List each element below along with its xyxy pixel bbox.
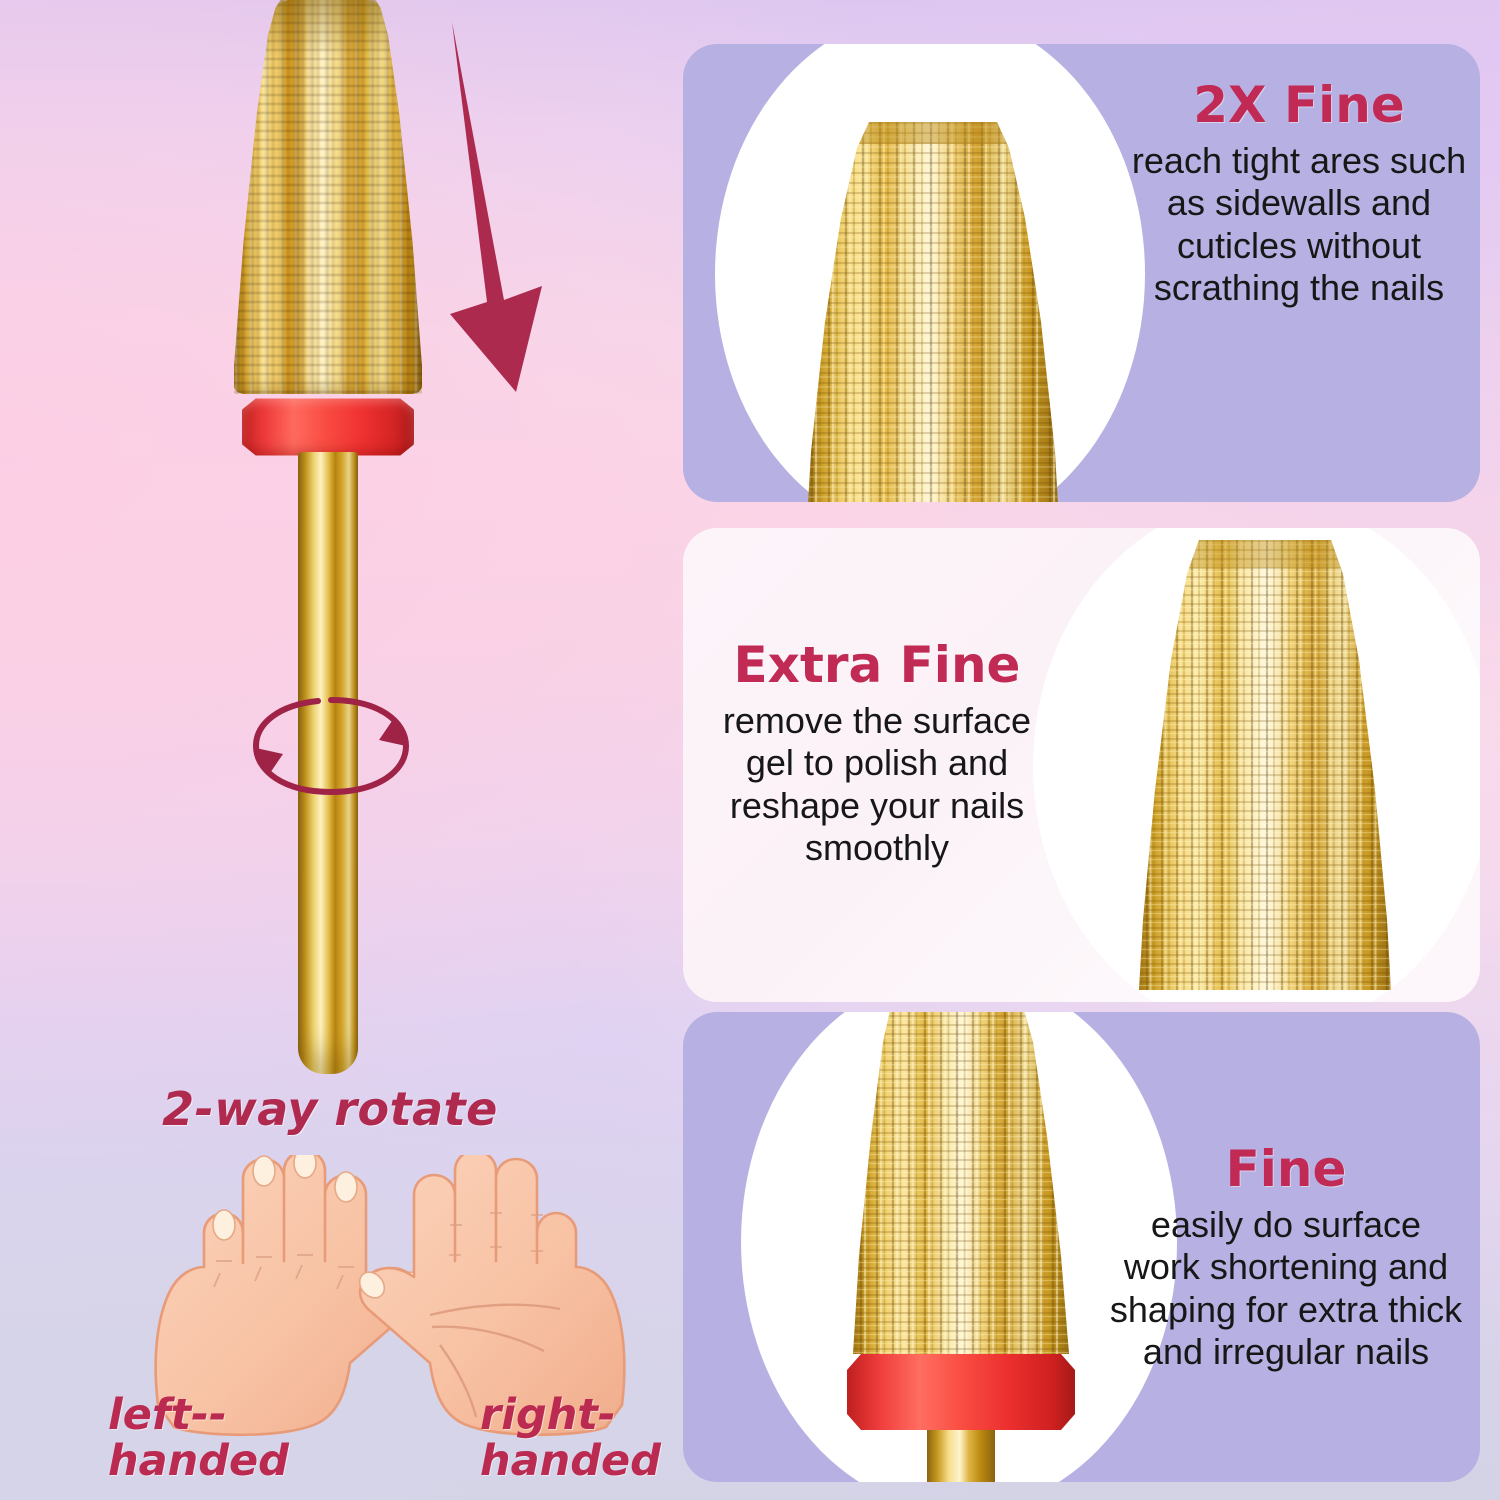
down-arrow-icon (450, 22, 542, 392)
card-body-line: and irregular nails (1142, 1331, 1430, 1373)
card-text-2x-fine: 2X Fine reach tight ares such as sidewal… (1131, 76, 1467, 310)
hands-illustration (154, 1155, 626, 1437)
drill-bit-closeup-extra-fine (1139, 540, 1391, 990)
feature-card-extra-fine: Extra Fine remove the surface gel to pol… (683, 528, 1480, 1002)
drill-bit-shaft-closeup (927, 1430, 995, 1482)
card-body-line: gel to polish and (745, 742, 1009, 784)
feature-card-fine: Fine easily do surface work shortening a… (683, 1012, 1480, 1482)
card-body-line: reshape your nails (729, 784, 1025, 826)
feature-card-2x-fine: 2X Fine reach tight ares such as sidewal… (683, 44, 1480, 502)
card-body: easily do surface work shortening and sh… (1103, 1204, 1469, 1374)
bit-tip-shading (234, 0, 422, 56)
drill-bit-closeup-2x-fine (808, 122, 1058, 502)
card-body-line: shaping for extra thick (1109, 1288, 1463, 1330)
two-way-rotate-label: 2-way rotate (162, 1082, 498, 1136)
card-body: reach tight ares such as sidewalls and c… (1131, 140, 1467, 310)
left-handed-label-line2: handed (108, 1436, 289, 1487)
right-handed-label-line2: handed (480, 1436, 661, 1487)
card-body-line: easily do surface (1150, 1204, 1422, 1245)
bidirectional-rotation-icon (252, 697, 410, 796)
right-handed-label-line1: right- (480, 1390, 616, 1440)
drill-bit-red-ring (242, 398, 414, 456)
left-panel: 2-way rotate (0, 0, 661, 1500)
drill-bit-red-ring-closeup (847, 1354, 1075, 1430)
left-handed-label: left-- handed (108, 1392, 289, 1485)
card-text-fine: Fine easily do surface work shortening a… (1103, 1140, 1469, 1374)
card-body-line: as sidewalls and (1166, 182, 1432, 224)
left-handed-label-line1: left-- (108, 1390, 227, 1440)
card-body-line: work shortening and (1123, 1246, 1449, 1288)
serration-texture (234, 0, 422, 394)
drill-bit-illustration (228, 0, 428, 1080)
card-body: remove the surface gel to polish and res… (697, 700, 1057, 870)
card-body-line: remove the surface (722, 700, 1032, 741)
card-title: Fine (1225, 1140, 1347, 1198)
drill-bit-closeup-fine (847, 1012, 1075, 1482)
card-body-line: cuticles without (1176, 224, 1422, 266)
right-hand-palm-view (358, 1155, 626, 1437)
card-body-line: reach tight ares such (1131, 140, 1467, 181)
card-body-line: smoothly (804, 827, 950, 869)
flute-texture (234, 0, 422, 394)
card-title: 2X Fine (1193, 76, 1405, 134)
card-text-extra-fine: Extra Fine remove the surface gel to pol… (697, 636, 1057, 870)
drill-bit-shaft (298, 452, 358, 1074)
card-title: Extra Fine (733, 636, 1021, 694)
card-body-line: scrathing the nails (1153, 267, 1445, 309)
drill-bit-head (234, 0, 422, 394)
right-handed-label: right- handed (480, 1392, 661, 1485)
flute-highlight-texture (234, 0, 422, 394)
